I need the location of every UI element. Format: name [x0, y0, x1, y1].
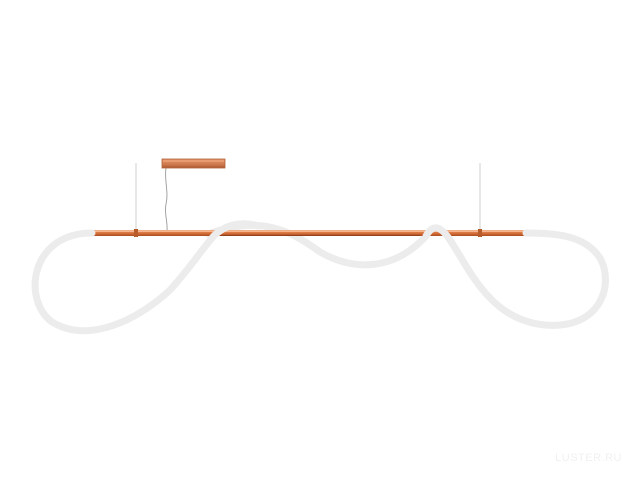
- ceiling-canopy-highlight: [163, 160, 224, 162]
- watermark-text: LUSTER.RU: [555, 452, 622, 464]
- neon-tube-right-loop: [422, 224, 609, 329]
- mount-clip-right: [478, 229, 482, 237]
- ceiling-canopy: [161, 158, 226, 169]
- power-cord: [165, 167, 168, 232]
- mount-clip-left: [134, 229, 138, 237]
- neon-tube-front-segment: [31, 220, 262, 335]
